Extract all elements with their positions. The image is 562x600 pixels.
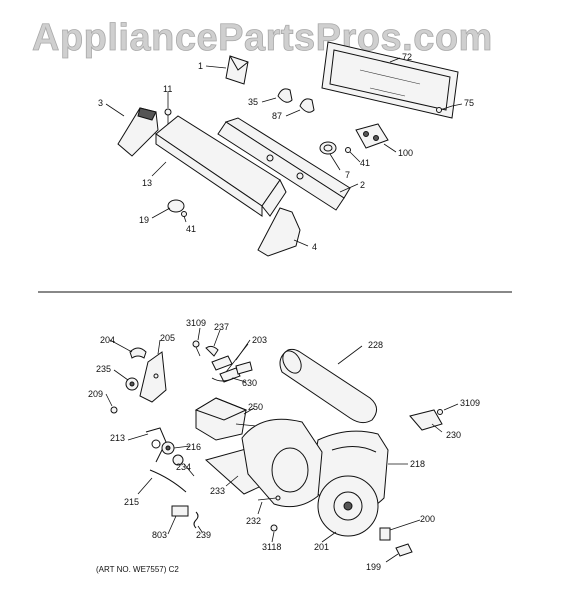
pulley-235: [125, 377, 139, 391]
label-part-3118: 3118: [262, 542, 281, 552]
label-part-234: 234: [176, 462, 191, 472]
envelope-1: [225, 55, 249, 85]
clip-204: [129, 347, 147, 359]
label-part-630: 630: [242, 378, 257, 388]
nut-209: [110, 406, 118, 414]
label-part-233: 233: [210, 486, 225, 496]
screw-232: [257, 495, 281, 501]
label-part-237: 237: [214, 322, 229, 332]
label-part-204: 204: [100, 335, 115, 345]
label-part-213: 213: [110, 433, 125, 443]
label-part-199: 199: [366, 562, 381, 572]
label-part-235: 235: [96, 364, 111, 374]
label-part-11: 11: [163, 84, 172, 94]
switch-19: [167, 199, 185, 213]
label-part-2: 2: [360, 180, 365, 190]
bracket-35: [277, 88, 293, 103]
label-part-100: 100: [398, 148, 413, 158]
control-panel-13: [155, 115, 287, 217]
label-part-232: 232: [246, 516, 261, 526]
duct-228: [279, 348, 377, 424]
label-part-3109-upper: 3109: [186, 318, 206, 328]
label-part-3: 3: [98, 98, 103, 108]
idler-pulley-216: [161, 441, 175, 455]
label-part-4: 4: [312, 242, 317, 252]
label-part-216: 216: [186, 442, 201, 452]
fuse-199: [395, 543, 413, 557]
clip-41a: [345, 147, 351, 153]
sensor-230: [409, 409, 443, 431]
bracket-87: [299, 98, 315, 113]
label-part-72: 72: [402, 52, 412, 62]
label-part-218: 218: [410, 459, 425, 469]
screw-11: [164, 108, 172, 124]
motor-250: [194, 397, 257, 441]
frame-2: [217, 117, 351, 211]
upper-leaders: [105, 57, 463, 247]
end-cap-4: [257, 207, 301, 257]
label-part-41-lower: 41: [186, 224, 196, 234]
timer-100: [355, 123, 389, 149]
label-part-19: 19: [139, 215, 149, 225]
screw-3109a: [192, 340, 201, 357]
art-number: (ART NO. WE7557) C2: [96, 565, 179, 574]
idler-arm-213: [145, 427, 167, 463]
switch-803: [171, 505, 189, 517]
screw-3118: [270, 524, 278, 532]
label-part-215: 215: [124, 497, 139, 507]
clip-41b: [181, 211, 187, 217]
bracket-205: [139, 351, 167, 403]
label-part-228: 228: [368, 340, 383, 350]
end-cap-3: [117, 107, 159, 157]
label-part-205: 205: [160, 333, 175, 343]
label-part-230: 230: [446, 430, 461, 440]
label-part-41-upper: 41: [360, 158, 370, 168]
knob-7: [319, 141, 337, 155]
clips-203: [211, 355, 253, 383]
lower-leaders: [105, 327, 459, 563]
watermark-text: AppliancePartsPros.com: [32, 17, 493, 59]
backsplash-72: [321, 41, 459, 119]
label-part-35: 35: [248, 97, 258, 107]
label-part-203: 203: [252, 335, 267, 345]
pulley-234: [172, 454, 184, 466]
label-part-200: 200: [420, 514, 435, 524]
label-part-209: 209: [88, 389, 103, 399]
spring-239: [193, 511, 199, 529]
blower-wheel-201: [317, 475, 379, 537]
clip-237: [205, 345, 219, 357]
label-part-87: 87: [272, 111, 282, 121]
screw-75: [436, 105, 453, 113]
belt-215: [149, 469, 187, 493]
label-part-75: 75: [464, 98, 474, 108]
label-part-3109-right: 3109: [460, 398, 480, 408]
front-housing: [241, 418, 323, 508]
label-part-250: 250: [248, 402, 263, 412]
thermostat-200: [379, 527, 391, 541]
label-part-13: 13: [142, 178, 152, 188]
harness-630: [211, 377, 235, 382]
label-part-1: 1: [198, 61, 203, 71]
label-part-201: 201: [314, 542, 329, 552]
label-part-239: 239: [196, 530, 211, 540]
label-part-7: 7: [345, 170, 350, 180]
label-part-803: 803: [152, 530, 167, 540]
